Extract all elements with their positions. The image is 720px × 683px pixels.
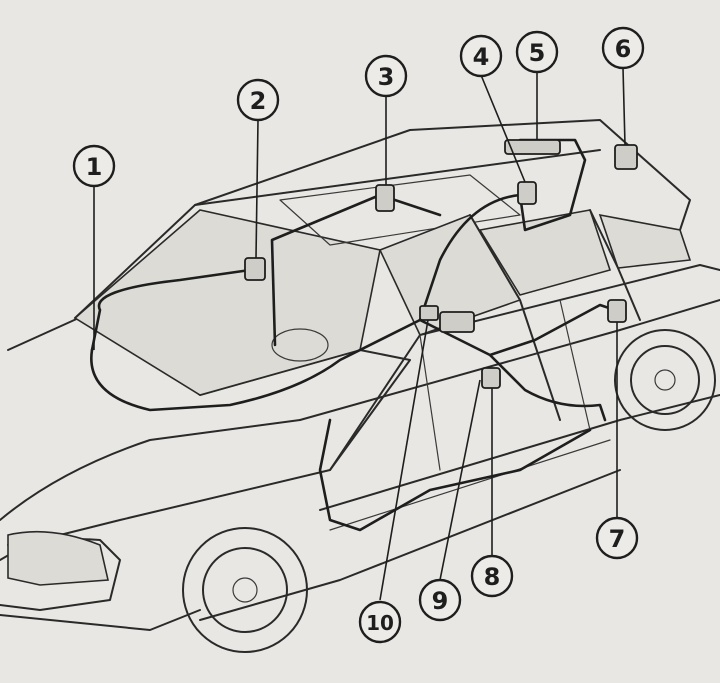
callout-7: 7: [595, 516, 639, 560]
callout-3-label: 3: [378, 63, 395, 91]
callout-4: 4: [459, 34, 503, 78]
callout-9: 9: [418, 578, 462, 622]
callout-10-label: 10: [366, 611, 394, 635]
callout-9-label: 9: [432, 587, 449, 615]
callout-8-label: 8: [484, 563, 501, 591]
callout-6: 6: [601, 26, 645, 70]
callout-6-label: 6: [615, 35, 632, 63]
leader-lines: [93, 67, 626, 601]
callout-10: 10: [358, 600, 402, 644]
callout-1: 1: [72, 144, 116, 188]
component-8: [481, 367, 501, 389]
component-3: [375, 184, 395, 212]
component-2: [244, 257, 266, 281]
callout-7-label: 7: [609, 525, 626, 553]
component-4: [517, 181, 537, 205]
callout-3: 3: [364, 54, 408, 98]
components: [244, 139, 638, 389]
callout-2: 2: [236, 78, 280, 122]
callout-5: 5: [515, 30, 559, 74]
component-6: [614, 144, 638, 170]
component-9: [419, 305, 439, 321]
component-10: [439, 311, 475, 333]
component-5: [504, 139, 561, 155]
wiring-harness: [90, 138, 617, 532]
callout-8: 8: [470, 554, 514, 598]
car-body: [0, 119, 720, 653]
callout-4-label: 4: [473, 43, 490, 71]
component-7: [607, 299, 627, 323]
callout-5-label: 5: [529, 39, 546, 67]
callout-1-label: 1: [86, 153, 103, 181]
callout-2-label: 2: [250, 87, 267, 115]
